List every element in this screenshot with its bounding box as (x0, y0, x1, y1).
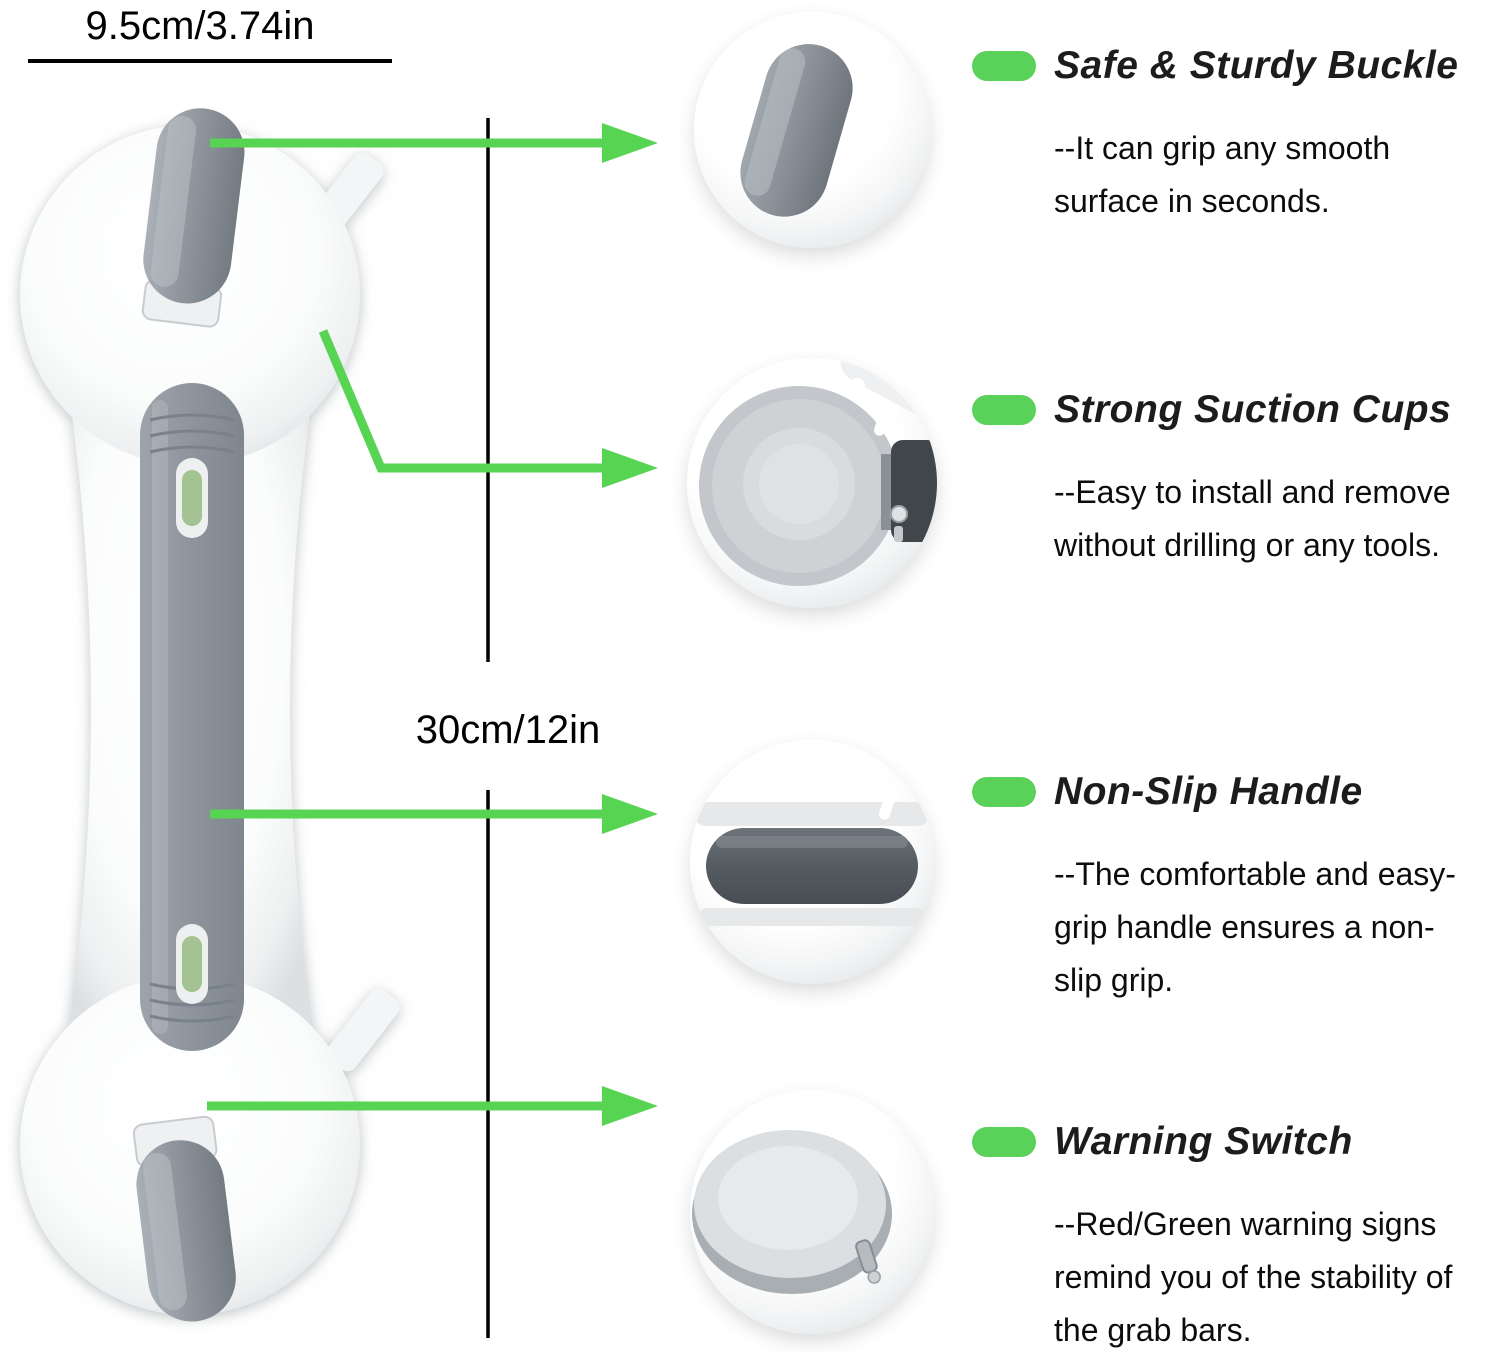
inset-suction-cup-closeup (687, 358, 937, 608)
warning-switch-closeup-art (692, 1112, 896, 1294)
glint-highlights (854, 1112, 896, 1170)
feature-description: --The comfortable and easy-grip handle e… (1054, 856, 1456, 998)
width-dimension-label: 9.5cm/3.74in (85, 4, 315, 48)
grip-bar-sheen (716, 836, 908, 848)
handle-grip-channel (140, 383, 244, 1051)
feature-bullet-pill (972, 1127, 1036, 1157)
indicator-window-top (176, 458, 208, 538)
indicator-window-bottom (176, 924, 208, 1004)
feature-title: Safe & Sturdy Buckle (1054, 44, 1459, 87)
height-dimension-label: 30cm/12in (415, 708, 601, 752)
callout-arrow-warning-switch (207, 1086, 658, 1126)
suction-disc (692, 1130, 892, 1294)
feature-title: Non-Slip Handle (1054, 770, 1363, 813)
callout-arrow-suction-cup (318, 329, 658, 488)
feature-block-buckle: Safe & Sturdy Buckle --It can grip any s… (972, 44, 1474, 228)
release-tab-bottom (326, 988, 400, 1072)
buckle-lever-bottom (132, 1115, 236, 1322)
feature-block-warning-switch: Warning Switch --Red/Green warning signs… (972, 1120, 1469, 1352)
grab-bar-product-illustration (20, 108, 400, 1322)
handle-closeup-art (694, 762, 930, 926)
feature-title: Strong Suction Cups (1054, 388, 1452, 431)
feature-bullet-pill (972, 777, 1036, 807)
feature-description: --Red/Green warning signs remind you of … (1054, 1206, 1453, 1348)
inset-buckle-closeup (694, 12, 930, 248)
feature-description: --Easy to install and remove without dri… (1054, 474, 1451, 563)
feature-block-suction-cups: Strong Suction Cups --Easy to install an… (972, 388, 1495, 572)
callout-arrow-buckle (210, 123, 658, 163)
inset-handle-closeup (690, 740, 934, 984)
glint-highlights (849, 378, 891, 436)
callout-arrows (207, 123, 658, 1126)
feature-bullet-pill (972, 395, 1036, 425)
glint-highlights (858, 40, 898, 96)
glint-highlights (854, 762, 896, 820)
suction-cup-face (699, 386, 899, 586)
inset-warning-switch-closeup (690, 1090, 934, 1334)
side-clip (881, 440, 937, 542)
feature-bullet-pill (972, 51, 1036, 81)
buckle-capsule (740, 44, 853, 217)
warning-switch-pin (855, 1239, 881, 1284)
feature-description: --It can grip any smooth surface in seco… (1054, 130, 1391, 219)
buckle-closeup-art (740, 40, 898, 217)
handle-body-edge-bottom (698, 908, 926, 926)
feature-block-handle: Non-Slip Handle --The comfortable and ea… (972, 770, 1459, 1006)
feature-title: Warning Switch (1054, 1120, 1353, 1163)
suction-cup-closeup-art (699, 358, 937, 586)
callout-arrow-handle (210, 794, 658, 834)
handle-body-edge-top (694, 802, 930, 826)
buckle-lever-top (141, 108, 245, 328)
